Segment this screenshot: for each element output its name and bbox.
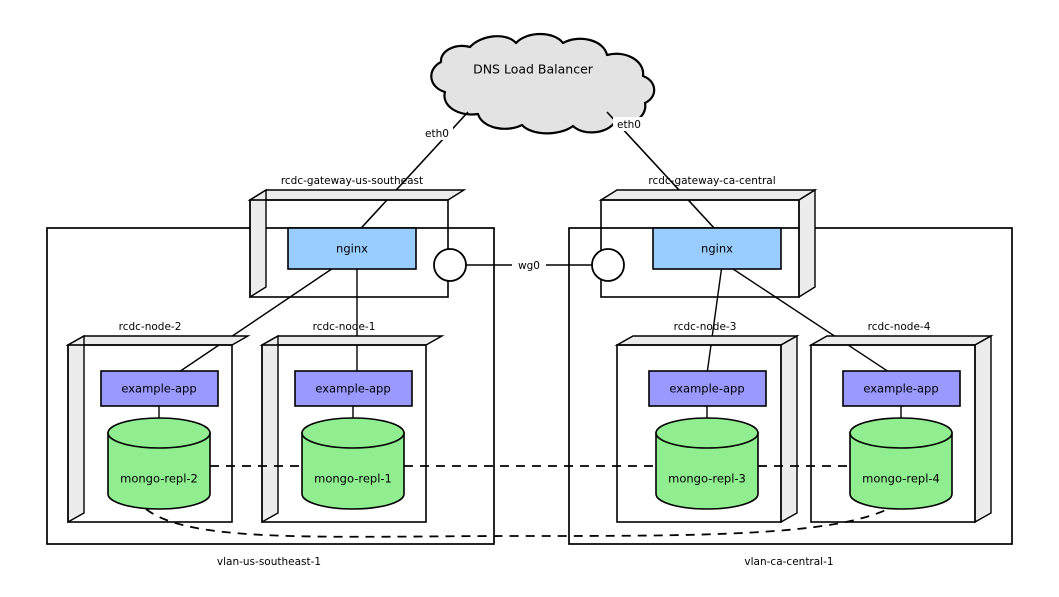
node-rcdc-node-3[interactable]: rcdc-node-3 example-app mongo-repl-3 [614, 321, 800, 524]
rcdc-node-2-top-face [65, 335, 251, 346]
rcdc-node-1-top-face [259, 335, 445, 346]
rcdc-node-4-db-label: mongo-repl-4 [862, 472, 940, 486]
eth0-right-label: eth0 [617, 119, 641, 131]
gateway-us-southeast-label: rcdc-gateway-us-southeast [281, 175, 423, 187]
rcdc-node-4-top-face [808, 335, 994, 346]
link-eth0-right [606, 111, 728, 243]
rcdc-node-2-side-face [67, 334, 85, 524]
nginx-service-box-us-southeast[interactable] [287, 227, 417, 270]
rcdc-node-4-db-cylinder[interactable]: mongo-repl-4 [849, 417, 953, 510]
vlan-label-ca-central: vlan-ca-central-1 [744, 556, 833, 568]
nginx-service-box-ca-central[interactable] [652, 227, 782, 270]
nginx-label-ca-central: nginx [701, 242, 733, 256]
rcdc-node-1-app-label: example-app [315, 382, 390, 396]
link-nginx-right-to-app-node4 [726, 264, 893, 375]
eth0-right-label-backdrop [613, 117, 645, 131]
wg0-label: wg0 [518, 260, 540, 272]
gateway-ca-central-label: rcdc-gateway-ca-central [648, 175, 775, 187]
rcdc-node-3-db-cylinder[interactable]: mongo-repl-3 [655, 417, 759, 510]
dns-load-balancer-cloud: DNS Load Balancer [430, 32, 656, 135]
wg0-label-backdrop [512, 258, 546, 272]
eth0-left-label: eth0 [425, 128, 449, 140]
node-rcdc-node-2[interactable]: rcdc-node-2 example-app mongo-repl-2 [65, 321, 251, 524]
link-nginx-right-to-app-node3 [706, 264, 723, 375]
rcdc-node-1-label: rcdc-node-1 [313, 321, 376, 333]
wg0-endpoint-left[interactable] [433, 248, 467, 282]
rcdc-node-3-label: rcdc-node-3 [674, 321, 737, 333]
rcdc-node-1-db-cylinder[interactable]: mongo-repl-1 [301, 417, 405, 510]
rcdc-node-2-label: rcdc-node-2 [119, 321, 182, 333]
rcdc-node-1-db-label: mongo-repl-1 [314, 472, 392, 486]
rcdc-node-4-app-label: example-app [863, 382, 938, 396]
gateway-ca-central-front-face [600, 199, 800, 298]
gateway-ca-central-top-face [598, 189, 818, 201]
cloud-label: DNS Load Balancer [473, 62, 594, 77]
rcdc-node-2-front-face [67, 344, 233, 523]
rcdc-node-1-app-box[interactable] [294, 370, 413, 407]
gateway-ca-central[interactable]: rcdc-gateway-ca-central nginx [598, 175, 818, 299]
vlan-boundary-us-southeast [46, 227, 495, 545]
rcdc-node-4-db-top [849, 417, 953, 449]
rcdc-node-3-app-label: example-app [669, 382, 744, 396]
rcdc-node-3-top-face [614, 335, 800, 346]
eth0-left-label-backdrop [421, 126, 453, 140]
rcdc-node-2-db-top [107, 417, 211, 449]
rcdc-node-1-side-face [261, 334, 279, 524]
rcdc-node-4-side-face [974, 334, 992, 524]
vlan-label-us-southeast: vlan-us-southeast-1 [217, 556, 321, 568]
vlan-boundary-ca-central [568, 227, 1013, 545]
gateway-ca-central-side-face [798, 188, 816, 299]
rcdc-node-1-front-face [261, 344, 427, 523]
rcdc-node-3-front-face [616, 344, 782, 523]
nginx-label-us-southeast: nginx [336, 242, 368, 256]
gateway-us-southeast-top-face [247, 189, 467, 201]
rcdc-node-4-app-box[interactable] [842, 370, 961, 407]
node-rcdc-node-4[interactable]: rcdc-node-4 example-app mongo-repl-4 [808, 321, 994, 524]
rcdc-node-4-label: rcdc-node-4 [868, 321, 931, 333]
link-nginx-left-to-app-node2 [175, 257, 349, 375]
rcdc-node-2-db-label: mongo-repl-2 [120, 472, 198, 486]
rcdc-node-2-db-cylinder[interactable]: mongo-repl-2 [107, 417, 211, 510]
rcdc-node-1-db-top [301, 417, 405, 449]
rcdc-node-2-app-label: example-app [121, 382, 196, 396]
rcdc-node-3-db-label: mongo-repl-3 [668, 472, 746, 486]
rcdc-node-3-side-face [780, 334, 798, 524]
gateway-us-southeast-side-face [249, 188, 267, 299]
node-rcdc-node-1[interactable]: rcdc-node-1 example-app mongo-repl-1 [259, 321, 445, 524]
rcdc-node-3-db-top [655, 417, 759, 449]
wg0-endpoint-right[interactable] [591, 248, 625, 282]
rcdc-node-4-front-face [810, 344, 976, 523]
